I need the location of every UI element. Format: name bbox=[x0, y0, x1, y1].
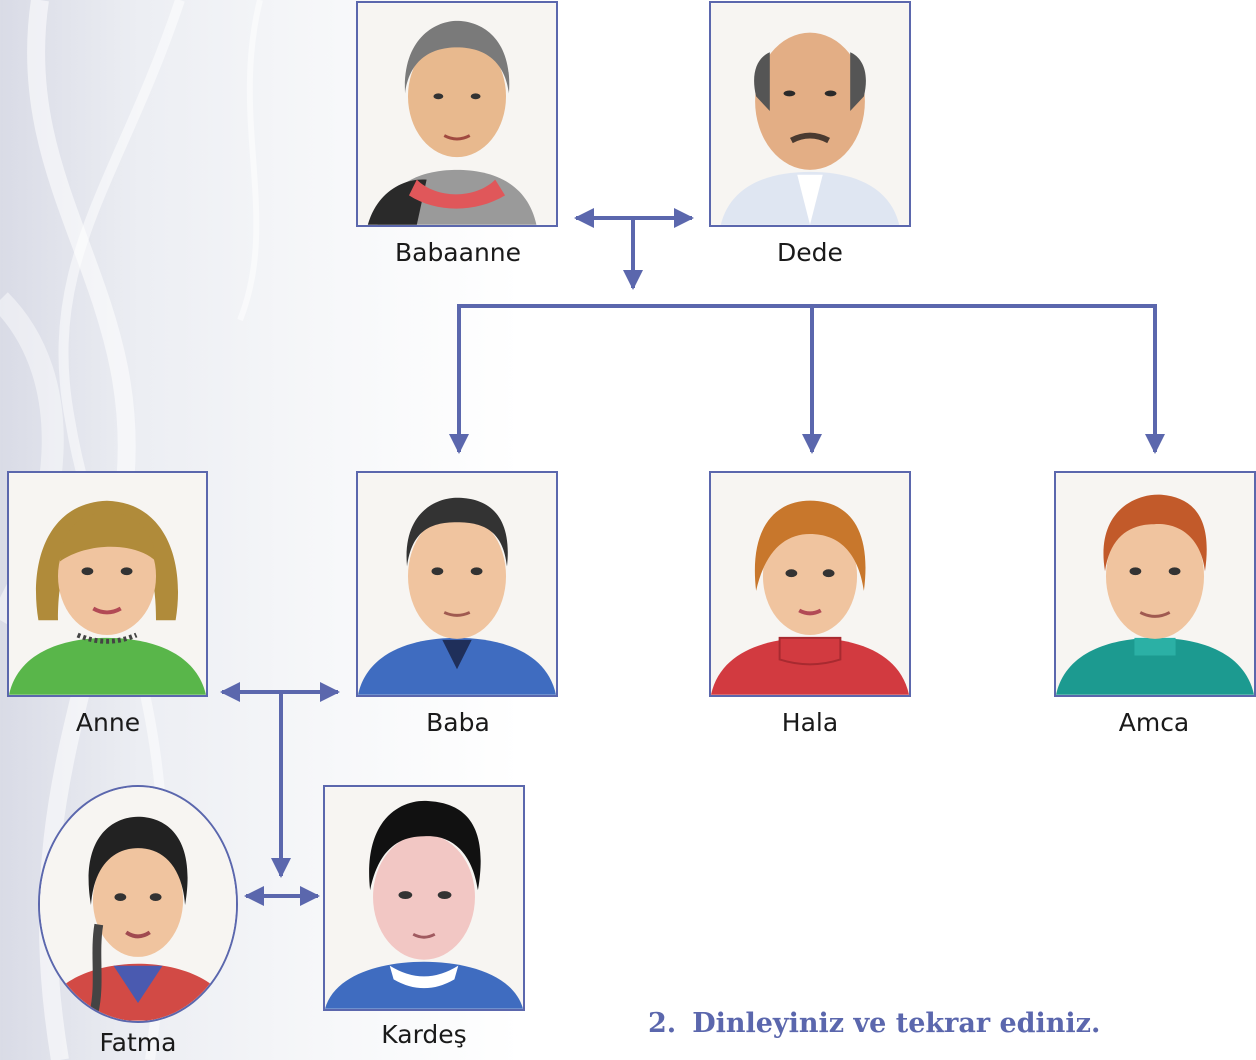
instruction-text: Dinleyiniz ve tekrar ediniz. bbox=[692, 1008, 1101, 1039]
kardes-portrait bbox=[323, 785, 525, 1011]
babaanne-portrait bbox=[356, 1, 558, 227]
dede-portrait bbox=[709, 1, 911, 227]
girl-face-icon bbox=[40, 787, 236, 1021]
grandfather-face-icon bbox=[711, 3, 909, 225]
mother-face-icon bbox=[9, 473, 206, 695]
children-bar bbox=[449, 304, 1165, 454]
amca-label: Amca bbox=[1118, 708, 1190, 737]
anne-label: Anne bbox=[75, 708, 141, 737]
anne-portrait bbox=[7, 471, 208, 697]
instruction-heading: 2. Dinleyiniz ve tekrar ediniz. bbox=[648, 1008, 1100, 1039]
aunt-face-icon bbox=[711, 473, 909, 695]
amca-portrait bbox=[1054, 471, 1256, 697]
father-face-icon bbox=[358, 473, 556, 695]
sibling-face-icon bbox=[325, 787, 523, 1009]
fatma-label: Fatma bbox=[99, 1028, 177, 1057]
uncle-face-icon bbox=[1056, 473, 1254, 695]
grandmother-face-icon bbox=[358, 3, 556, 225]
baba-portrait bbox=[356, 471, 558, 697]
instruction-number: 2. bbox=[648, 1008, 677, 1039]
fatma-portrait bbox=[38, 785, 238, 1023]
dede-label: Dede bbox=[777, 238, 843, 267]
kardes-label: Kardeş bbox=[381, 1020, 467, 1049]
hala-portrait bbox=[709, 471, 911, 697]
baba-label: Baba bbox=[426, 708, 490, 737]
hala-label: Hala bbox=[781, 708, 839, 737]
babaanne-label: Babaanne bbox=[394, 238, 522, 267]
